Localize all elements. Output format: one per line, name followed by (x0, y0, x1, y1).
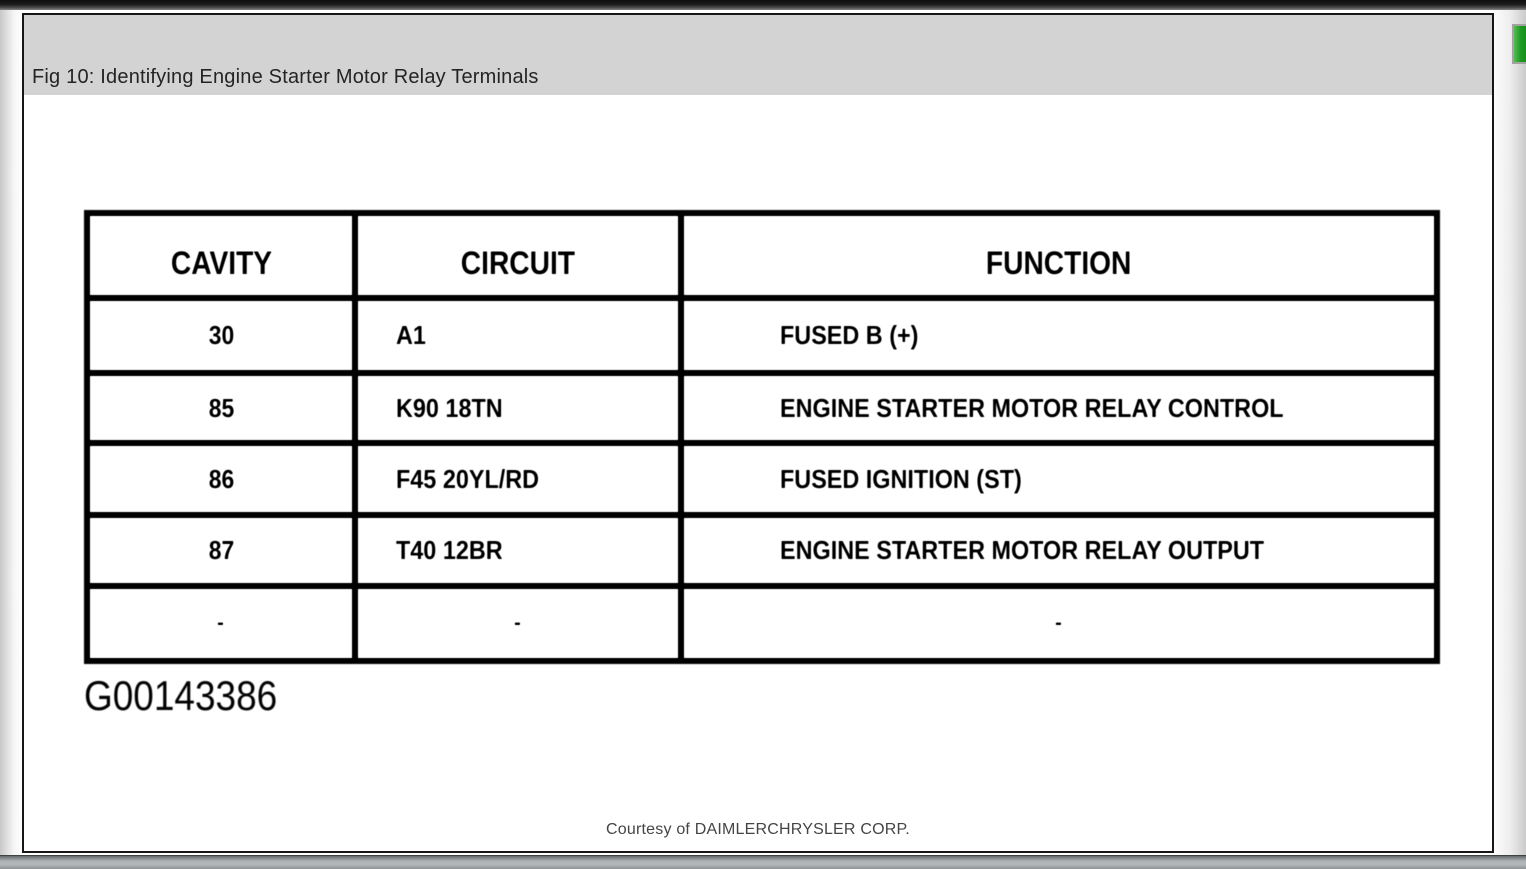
courtesy-credit: Courtesy of DAIMLERCHRYSLER CORP. (606, 821, 910, 838)
cavity-cell: 30 (84, 295, 358, 376)
column-header-circuit: CIRCUIT (352, 210, 684, 301)
cavity-cell: 85 (84, 370, 358, 446)
window-bottom-edge (0, 855, 1526, 869)
green-edge-button[interactable] (1512, 24, 1526, 64)
table-row: 87 T40 12BR ENGINE STARTER MOTOR RELAY O… (84, 512, 1440, 589)
circuit-cell: F45 20YL/RD (352, 440, 684, 518)
circuit-cell: K90 18TN (352, 370, 684, 446)
column-header-function: FUNCTION (678, 210, 1440, 301)
function-cell: ENGINE STARTER MOTOR RELAY OUTPUT (678, 512, 1440, 589)
terminal-table: CAVITY CIRCUIT FUNCTION 30 A1 FUSED B (+… (84, 210, 1440, 664)
scanned-figure: CAVITY CIRCUIT FUNCTION 30 A1 FUSED B (+… (84, 210, 1440, 720)
table-row: - - - (84, 583, 1440, 664)
table-row: 86 F45 20YL/RD FUSED IGNITION (ST) (84, 440, 1440, 518)
column-header-cavity: CAVITY (84, 210, 358, 301)
figure-caption: Fig 10: Identifying Engine Starter Motor… (32, 66, 539, 88)
figure-id-label: G00143386 (84, 672, 278, 719)
table-header-row: CAVITY CIRCUIT FUNCTION (84, 210, 1440, 301)
table-row: 30 A1 FUSED B (+) (84, 295, 1440, 376)
function-cell: ENGINE STARTER MOTOR RELAY CONTROL (678, 370, 1440, 446)
window-top-edge (0, 0, 1526, 10)
function-cell: - (678, 583, 1440, 664)
cavity-cell: - (84, 583, 358, 664)
circuit-cell: - (352, 583, 684, 664)
table-row: 85 K90 18TN ENGINE STARTER MOTOR RELAY C… (84, 370, 1440, 446)
cavity-cell: 86 (84, 440, 358, 518)
circuit-cell: T40 12BR (352, 512, 684, 589)
cavity-cell: 87 (84, 512, 358, 589)
figure-caption-bar: Fig 10: Identifying Engine Starter Motor… (24, 15, 1492, 95)
function-cell: FUSED B (+) (678, 295, 1440, 376)
function-cell: FUSED IGNITION (ST) (678, 440, 1440, 518)
circuit-cell: A1 (352, 295, 684, 376)
document-panel: Fig 10: Identifying Engine Starter Motor… (22, 13, 1494, 853)
